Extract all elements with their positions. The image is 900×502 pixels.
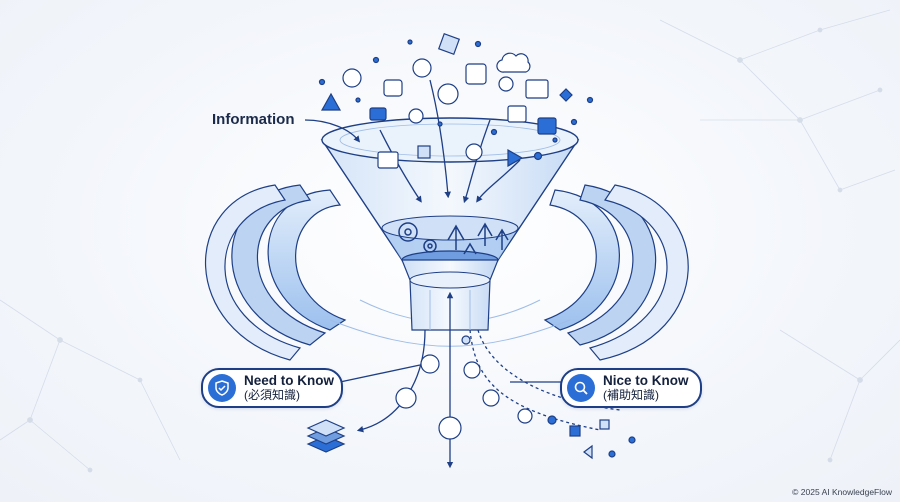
search-small-icon (498, 76, 514, 92)
filter-gears-icon (398, 222, 509, 255)
translate-icon (465, 63, 487, 85)
need-to-know-pill: Need to Know (必須知識) (201, 368, 343, 408)
atom-icon (420, 354, 440, 374)
cube-node-icon (517, 408, 533, 424)
layers-stack-icon (306, 419, 346, 453)
connect-icon (537, 117, 557, 135)
browser-icon (377, 151, 399, 169)
incoming-arrows (304, 79, 521, 204)
puzzle-icon (465, 143, 483, 161)
cube-icon (437, 32, 461, 56)
information-label: Information (212, 111, 295, 128)
swirl-rings (204, 184, 689, 361)
output-nodes (395, 335, 636, 460)
floating-icons (318, 32, 594, 169)
play-icon (507, 148, 524, 168)
search-node-icon (482, 389, 500, 407)
cloud-icon (496, 52, 531, 73)
settings-icon (412, 58, 432, 78)
background-network (0, 9, 900, 473)
github-icon (342, 68, 362, 88)
font-icon (463, 361, 481, 379)
terminal-icon (507, 105, 527, 123)
openai-icon (437, 83, 459, 105)
shield-node-icon (395, 387, 417, 409)
triangle-icon (320, 92, 342, 111)
drop-icon (408, 108, 424, 124)
hex-icon (559, 88, 573, 102)
nice-to-know-pill: Nice to Know (補助知識) (560, 368, 702, 408)
need-to-know-title: Need to Know (244, 373, 334, 388)
chat-icon (383, 79, 403, 97)
shield-check-icon (208, 374, 236, 402)
nice-to-know-title: Nice to Know (603, 373, 689, 388)
folder-icon (369, 107, 387, 121)
code-window-icon (525, 79, 549, 99)
box-icon (417, 145, 431, 159)
nice-to-know-subtitle: (補助知識) (603, 388, 659, 402)
openai-node-icon (438, 416, 462, 440)
search-icon (567, 374, 595, 402)
copyright-text: © 2025 AI KnowledgeFlow (792, 487, 892, 497)
need-to-know-subtitle: (必須知識) (244, 388, 300, 402)
